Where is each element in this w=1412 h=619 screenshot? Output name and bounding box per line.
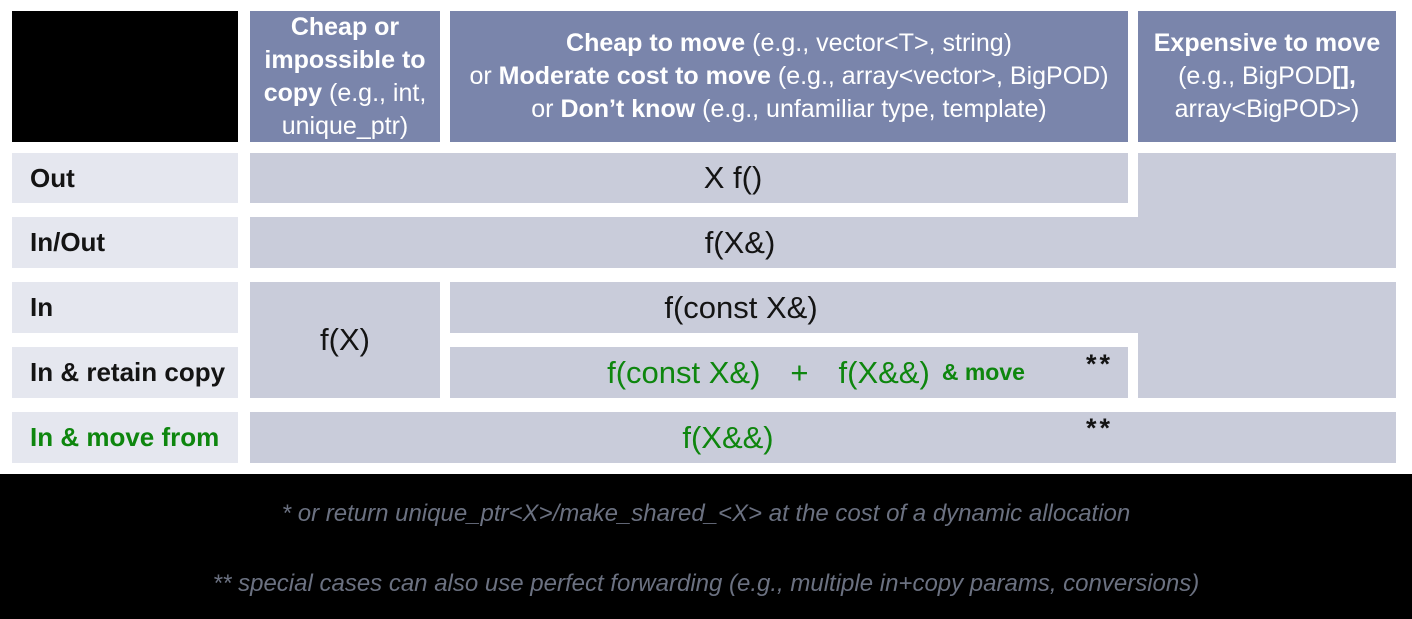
header3-line2: (e.g., BigPOD[],	[1154, 60, 1380, 93]
header2-line3-bold: Don’t know	[560, 95, 696, 123]
header3-line2-bold: [],	[1332, 62, 1356, 90]
header2-line2: or Moderate cost to move (e.g., array<ve…	[469, 60, 1108, 93]
cell-out-cols12	[250, 153, 1128, 203]
cell-retain-copy	[450, 347, 1128, 398]
code-retain-copy-overloads: f(const X&) + f(X&&) & move	[516, 347, 1116, 398]
cell-move-from-fullwidth	[250, 412, 1396, 463]
code-in-by-value: f(X)	[320, 322, 370, 357]
header2-line3-rest: (e.g., unfamiliar type, template)	[695, 95, 1047, 123]
header2-line1-rest: (e.g., vector<T>, string)	[745, 29, 1012, 57]
code-inout-ref: f(X&)	[704, 224, 776, 260]
cell-expensive-in-retain-merged	[1138, 282, 1396, 398]
header2-line2-pre: or	[469, 62, 499, 90]
header-cheap-or-impossible-to-copy: Cheap or impossible to copy (e.g., int, …	[250, 11, 440, 142]
retain-part2: f(X&&)	[838, 354, 930, 390]
retain-plus: +	[790, 354, 809, 390]
footnote-1: * or return unique_ptr<X>/make_shared_<X…	[281, 500, 1131, 527]
retain-part1: f(const X&)	[607, 354, 761, 390]
code-in-constref: f(const X&)	[664, 289, 818, 325]
header2-line1: Cheap to move (e.g., vector<T>, string)	[469, 27, 1108, 60]
double-asterisk-retain: **	[1085, 349, 1113, 379]
footnote-2: ** special cases can also use perfect fo…	[212, 570, 1200, 597]
row-label-out: Out	[12, 153, 238, 203]
code-out-return-by-value: X f()	[703, 160, 763, 195]
header-expensive-to-move: Expensive to move (e.g., BigPOD[], array…	[1138, 11, 1396, 142]
header2-line2-bold: Moderate cost to move	[498, 62, 771, 90]
header2-line1-bold: Cheap to move	[566, 29, 746, 57]
header-cheap-or-moderate-move: Cheap to move (e.g., vector<T>, string) …	[450, 11, 1128, 142]
footer-band	[0, 474, 1412, 619]
double-asterisk-movefrom: **	[1085, 413, 1113, 443]
header2-line3-pre: or	[531, 95, 561, 123]
header3-line3: array<BigPOD>)	[1174, 95, 1360, 123]
header3-line2-pre: (e.g., BigPOD	[1178, 62, 1333, 90]
header3-bold: Expensive to move	[1153, 29, 1381, 57]
cell-in-byvalue-merged	[250, 282, 440, 398]
header1-rest: (e.g., int, unique_ptr)	[281, 78, 427, 140]
row-label-in-move-from: In & move from	[12, 412, 238, 463]
corner-box	[12, 11, 238, 142]
row-label-inout: In/Out	[12, 217, 238, 268]
header2-line3: or Don’t know (e.g., unfamiliar type, te…	[469, 93, 1108, 126]
cell-inout-fullwidth	[250, 217, 1396, 268]
row-label-in-retain-copy: In & retain copy	[12, 347, 238, 398]
retain-and-move: & move	[941, 359, 1025, 385]
header2-line2-rest: (e.g., array<vector>, BigPOD)	[770, 62, 1109, 90]
row-label-in: In	[12, 282, 238, 333]
header1-bold: Cheap or impossible to copy	[263, 12, 426, 107]
code-move-from-rvalue-ref: f(X&&)	[682, 419, 774, 455]
